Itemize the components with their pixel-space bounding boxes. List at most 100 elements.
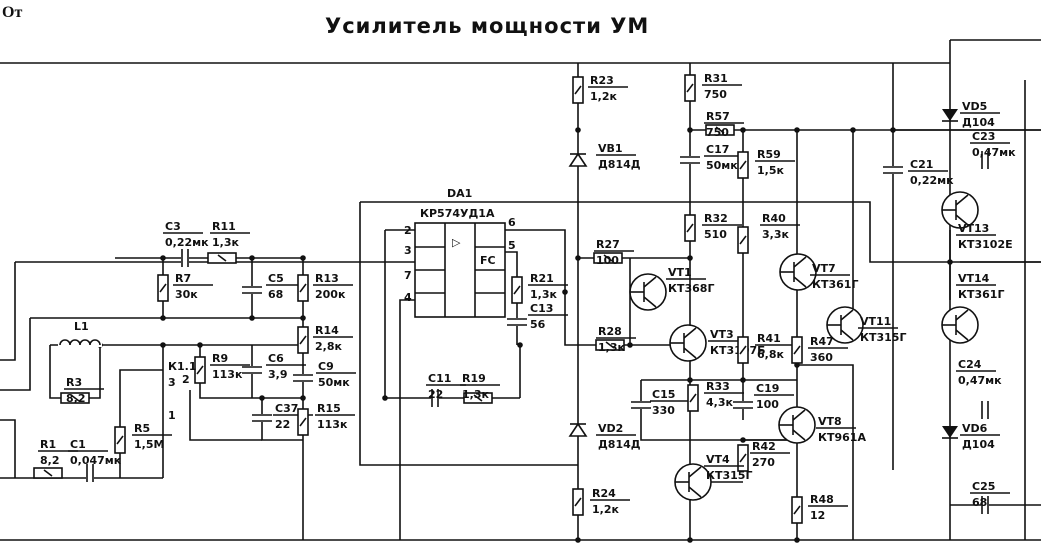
label-r1-value: 8,2 <box>40 454 60 467</box>
pin-5: 5 <box>508 239 516 252</box>
wire <box>797 364 854 540</box>
label-vd1-name: VB1 <box>598 142 623 155</box>
relay-contact-k1-1: К1.1 3 2 1 <box>168 360 196 422</box>
label-c6-value: 3,9 <box>268 368 288 381</box>
label-r13-name: R13 <box>315 272 339 285</box>
label-c24-name: C24 <box>958 358 982 371</box>
label-r21-value: 1,3к <box>530 288 557 301</box>
component-r19: R19 1,3к <box>460 372 500 404</box>
label-r40-value: 3,3к <box>762 228 789 241</box>
label-c25-name: C25 <box>972 480 995 493</box>
switch-pin-2: 2 <box>182 373 190 386</box>
wire <box>0 262 16 361</box>
label-r24-name: R24 <box>592 487 616 500</box>
label-r11-name: R11 <box>212 220 236 233</box>
label-r42-value: 270 <box>752 456 775 469</box>
junction-dot <box>740 377 746 383</box>
junction-dot <box>300 255 306 261</box>
label-c13-name: C13 <box>530 302 553 315</box>
label-r11-value: 1,3к <box>212 236 239 249</box>
corner-label: От <box>2 4 23 21</box>
label-vt1-value: КТ368Г <box>668 282 714 295</box>
chip-da1: ▷ FC DA1 КР574УД1А 2 3 7 4 6 5 <box>404 187 516 318</box>
label-vt1-name: VT1 <box>668 266 692 279</box>
label-r59-value: 1,5к <box>757 164 784 177</box>
label-vt8-name: VT8 <box>818 415 842 428</box>
label-c13-value: 56 <box>530 318 546 331</box>
label-r19-value: 1,3к <box>462 388 489 401</box>
label-r59-name: R59 <box>757 148 781 161</box>
junction-dot <box>382 395 388 401</box>
label-r57-value: 750 <box>706 126 729 139</box>
label-c17-name: C17 <box>706 143 729 156</box>
label-c11-value: 22 <box>428 388 443 401</box>
wire <box>359 202 578 466</box>
junction-dot <box>575 537 581 543</box>
junction-dot <box>687 537 693 543</box>
junction-dot <box>794 537 800 543</box>
label-c17-value: 50мк <box>706 159 738 172</box>
page-title: Усилитель мощности УМ <box>325 14 650 38</box>
label-c15-value: 330 <box>652 404 675 417</box>
junction-dot <box>740 127 746 133</box>
label-r27-name: R27 <box>596 238 620 251</box>
component-c3: C30,22мк <box>163 220 209 268</box>
label-r31-value: 750 <box>704 88 727 101</box>
junction-dot <box>300 395 306 401</box>
label-c1-value: 0,047мк <box>70 454 122 467</box>
junction-dot <box>160 255 166 261</box>
fc-label: FC <box>480 254 496 267</box>
label-c37-name: C37 <box>275 402 298 415</box>
label-r42-name: R42 <box>752 440 776 453</box>
label-r15-value: 113к <box>317 418 348 431</box>
wire <box>0 318 31 391</box>
wire <box>189 390 262 441</box>
wire <box>360 201 1041 263</box>
label-r19-name: R19 <box>462 372 486 385</box>
junction-dot <box>687 127 693 133</box>
chip-name: DA1 <box>447 187 472 200</box>
label-r23-value: 1,2к <box>590 90 617 103</box>
label-vd6-name: VD6 <box>962 422 988 435</box>
label-c9-value: 50мк <box>318 376 350 389</box>
label-r14-value: 2,8к <box>315 340 342 353</box>
junction-dot <box>794 127 800 133</box>
junction-dot <box>740 437 746 443</box>
wire <box>0 419 16 478</box>
wires <box>0 39 1041 543</box>
amp-symbol: ▷ <box>452 236 461 249</box>
junction-dot <box>575 255 581 261</box>
label-r5-name: R5 <box>134 422 150 435</box>
label-r40-name: R40 <box>762 212 786 225</box>
junction-dot <box>947 259 953 265</box>
junction-dot <box>517 342 523 348</box>
label-r5-value: 1,5М <box>134 438 164 451</box>
label-c37-value: 22 <box>275 418 290 431</box>
label-r31-name: R31 <box>704 72 728 85</box>
junction-dot <box>687 255 693 261</box>
label-r3-value: 8,2 <box>66 392 86 405</box>
